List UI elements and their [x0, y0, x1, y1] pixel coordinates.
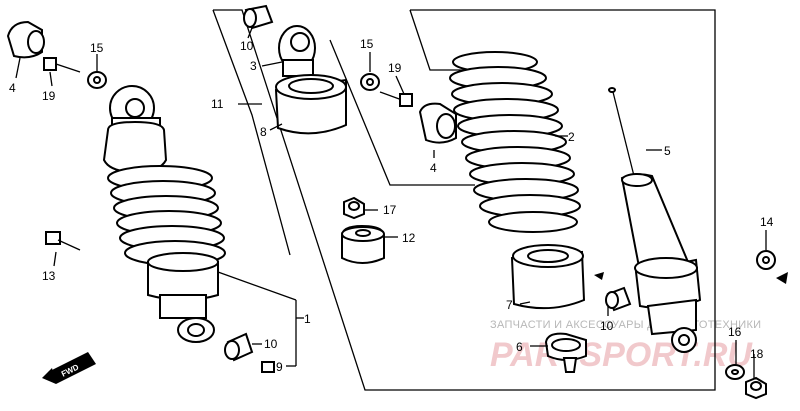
part-15-mid-washer [360, 73, 380, 91]
part-14-washer [756, 250, 776, 270]
callout-5: 5 [664, 144, 671, 158]
callout-6: 6 [516, 340, 523, 354]
assembled-spring [107, 165, 226, 266]
part-19-left-bolt [43, 57, 81, 73]
callout-13: 13 [42, 269, 56, 283]
part-9-collar [261, 361, 275, 373]
part-7-lower-seat [510, 244, 586, 310]
callout-18: 18 [750, 347, 764, 361]
shock-assembly-complete [102, 85, 226, 343]
fwd-indicator: FWD [42, 352, 96, 384]
part-8-spring-seat [274, 74, 347, 135]
callout-16: 16 [728, 325, 742, 339]
part-10-left-bush [224, 332, 254, 362]
part-18-nut [745, 376, 767, 400]
callout-10-right: 10 [600, 319, 614, 333]
part-3-upper-joint [278, 25, 316, 77]
part-6-adjuster [544, 332, 587, 373]
callout-4-left: 4 [9, 81, 16, 95]
callout-labels: 4 15 19 10 3 11 8 15 19 4 2 5 17 12 13 1… [9, 37, 774, 374]
part-10-top-bush [243, 4, 274, 30]
callout-7: 7 [506, 298, 513, 312]
part-5-damper [608, 87, 702, 353]
callout-3: 3 [250, 59, 257, 73]
callout-10-top: 10 [240, 39, 254, 53]
callout-10-left: 10 [264, 337, 278, 351]
part-17-nut [343, 196, 365, 220]
direction-arrow-small [594, 272, 604, 280]
watermark-brand: PARTSPORT.RU [490, 336, 753, 374]
part-15-left-washer [87, 71, 107, 89]
part-10-right-bush [605, 286, 632, 312]
callout-2: 2 [568, 130, 575, 144]
callout-15-left: 15 [90, 41, 104, 55]
part-13-bolt [45, 231, 81, 251]
callout-1: 1 [304, 312, 311, 326]
leader-lines [15, 27, 767, 378]
part-4-left [6, 20, 45, 59]
callout-9: 9 [276, 360, 283, 374]
callout-12: 12 [402, 231, 416, 245]
part-19-mid-bolt [379, 91, 413, 107]
part-4-mid-cap [418, 102, 457, 144]
part-12-bump-rubber [341, 224, 385, 264]
part-2-spring [449, 51, 581, 233]
part-16-washer [725, 364, 745, 380]
callout-19-left: 19 [42, 89, 56, 103]
callout-8: 8 [260, 125, 267, 139]
callout-14: 14 [760, 215, 774, 229]
callout-11: 11 [211, 97, 224, 111]
callout-19-mid: 19 [388, 61, 402, 75]
watermark-caption: ЗАПЧАСТИ И АКСЕССУАРЫ ДЛЯ МОТОТЕХНИКИ [490, 319, 761, 331]
callout-4-mid: 4 [430, 161, 437, 175]
direction-arrow-right [776, 272, 788, 284]
callout-17: 17 [383, 203, 397, 217]
assembly-bracket [212, 9, 716, 391]
callout-15-mid: 15 [360, 37, 374, 51]
